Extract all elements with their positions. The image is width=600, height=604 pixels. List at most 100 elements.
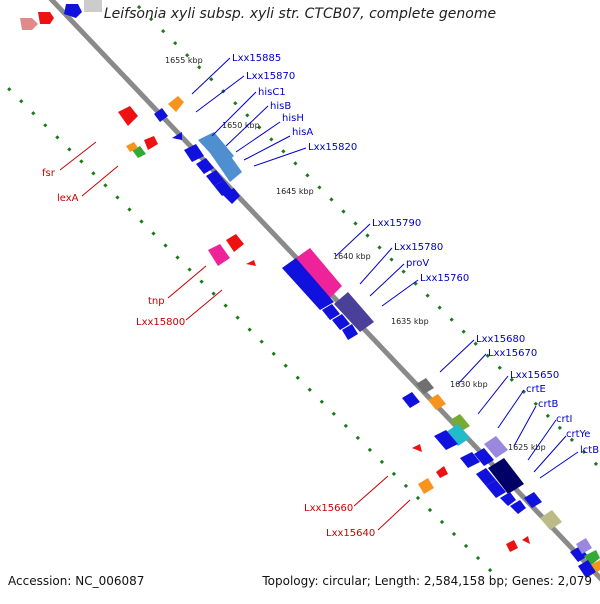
callout-line-proV [369,263,405,297]
gene-label-hisA[interactable]: hisA [292,127,313,138]
gene-label-crtE[interactable]: crtE [526,384,546,395]
gene-label-Lxx15640[interactable]: Lxx15640 [326,528,375,539]
tick-label-1625: 1625 kbp [508,443,546,452]
gene-blue-small[interactable] [172,132,182,140]
gene-khaki[interactable] [540,510,562,530]
gene-blue-end2[interactable] [578,560,596,578]
gene-red-lx3[interactable] [506,540,518,552]
callout-line-Lxx15820 [253,147,307,167]
gene-red-lx2[interactable] [436,466,448,478]
gene-red-small[interactable] [246,260,256,266]
gene-cyan[interactable] [446,424,470,446]
gene-label-Lxx15650[interactable]: Lxx15650 [510,370,559,381]
gene-label-tnp[interactable]: tnp [148,296,165,307]
gene-label-Lxx15680[interactable]: Lxx15680 [476,334,525,345]
callout-line-hisC1 [211,91,257,137]
gene-his-blue-1[interactable] [184,144,204,162]
callout-line-lctB [539,451,579,479]
callout-line-Lxx15780 [359,247,393,285]
gene-red-2[interactable] [144,136,158,150]
gene-blue-crt3[interactable] [486,480,506,498]
tick-label-1645: 1645 kbp [276,187,314,196]
gene-navy[interactable] [488,458,524,494]
gene-olive[interactable] [450,414,470,432]
callout-line-Lxx15760 [381,279,419,307]
gene-partial-blue[interactable] [64,4,82,18]
gene-partial-red2[interactable] [38,12,54,24]
gene-label-Lxx15760[interactable]: Lxx15760 [420,273,469,284]
gene-blue-pv2[interactable] [332,314,350,330]
gene-blue-end[interactable] [570,546,588,562]
gene-red-1[interactable] [118,106,138,126]
gene-label-Lxx15870[interactable]: Lxx15870 [246,71,295,82]
gene-red-lx1[interactable] [412,444,422,452]
gene-blue-1[interactable] [154,108,168,122]
gene-label-proV[interactable]: proV [406,258,429,269]
callout-line-hisH [235,121,281,153]
callout-line-lexA [81,165,119,197]
callout-line-Lxx15670 [457,353,487,385]
gene-label-crtI[interactable]: crtI [556,414,572,425]
gene-red-lx4[interactable] [522,536,530,544]
gene-label-Lxx15790[interactable]: Lxx15790 [372,218,421,229]
tick-label-1640: 1640 kbp [333,252,371,261]
gene-orange-end[interactable] [588,560,600,574]
gene-pink[interactable] [296,248,342,298]
gene-blue-pv3[interactable] [342,324,358,340]
callout-line-hisA [243,135,291,161]
gene-label-hisH[interactable]: hisH [282,113,304,124]
gene-label-lexA[interactable]: lexA [57,193,79,204]
callout-line-Lxx15680 [439,339,475,373]
gene-label-Lxx15780[interactable]: Lxx15780 [394,242,443,253]
gene-his-blue-3[interactable] [206,170,224,186]
gene-blue-crt1[interactable] [474,448,494,466]
gene-label-Lxx15660[interactable]: Lxx15660 [304,503,353,514]
gene-label-Lxx15670[interactable]: Lxx15670 [488,348,537,359]
gene-blue-lx2[interactable] [434,430,458,450]
gene-partial-gray[interactable] [84,0,102,12]
gene-orange-lx[interactable] [418,478,434,494]
gene-label-crtB[interactable]: crtB [538,399,559,410]
gene-blue-lx1[interactable] [402,392,420,408]
gene-label-Lxx15800[interactable]: Lxx15800 [136,317,185,328]
gene-hisB[interactable] [208,144,242,182]
gene-orange-2[interactable] [428,394,446,410]
gene-label-Lxx15820[interactable]: Lxx15820 [308,142,357,153]
genome-title: Leifsonia xyli subsp. xyli str. CTCB07, … [103,6,497,22]
gene-blue-lctb[interactable] [524,492,542,508]
gene-his-blue-5[interactable] [222,188,240,204]
gene-label-hisB[interactable]: hisB [270,101,291,112]
tick-label-1655: 1655 kbp [165,56,203,65]
gene-label-lctB[interactable]: lctB [580,445,599,456]
gene-label-fsr[interactable]: fsr [42,168,56,179]
callout-line-tnp [167,265,207,299]
callout-line-crtYe [533,435,567,473]
gene-blue-pv1[interactable] [322,304,340,320]
gene-pink-tnp[interactable] [208,244,230,266]
gene-his-blue-2[interactable] [196,158,214,174]
gene-orange-1[interactable] [168,96,184,112]
gene-orange-lexA[interactable] [126,142,138,152]
tick-label-1630: 1630 kbp [450,380,488,389]
gene-blue-crt4[interactable] [500,492,516,506]
gene-purple[interactable] [334,292,374,332]
callout-line-crtB [513,405,537,447]
tick-label-1635: 1635 kbp [391,317,429,326]
gene-label-hisC1[interactable]: hisC1 [258,87,286,98]
gene-label-Lxx15885[interactable]: Lxx15885 [232,53,281,64]
gene-blue-crt5[interactable] [510,500,526,514]
gene-lavender-end[interactable] [576,538,592,554]
callout-line-Lxx15790 [335,223,371,257]
gene-blue-crt2[interactable] [476,468,496,486]
gene-lavender[interactable] [484,436,508,458]
callout-line-Lxx15800 [185,289,223,321]
gene-blue-lx3[interactable] [460,452,480,468]
gene-label-crtYe[interactable]: crtYe [566,429,590,440]
gene-partial-red[interactable] [20,18,38,30]
gene-blue-long[interactable] [282,258,334,310]
gene-red-tnp[interactable] [226,234,244,252]
callout-line-hisB [225,105,269,147]
gene-gray[interactable] [416,378,434,394]
